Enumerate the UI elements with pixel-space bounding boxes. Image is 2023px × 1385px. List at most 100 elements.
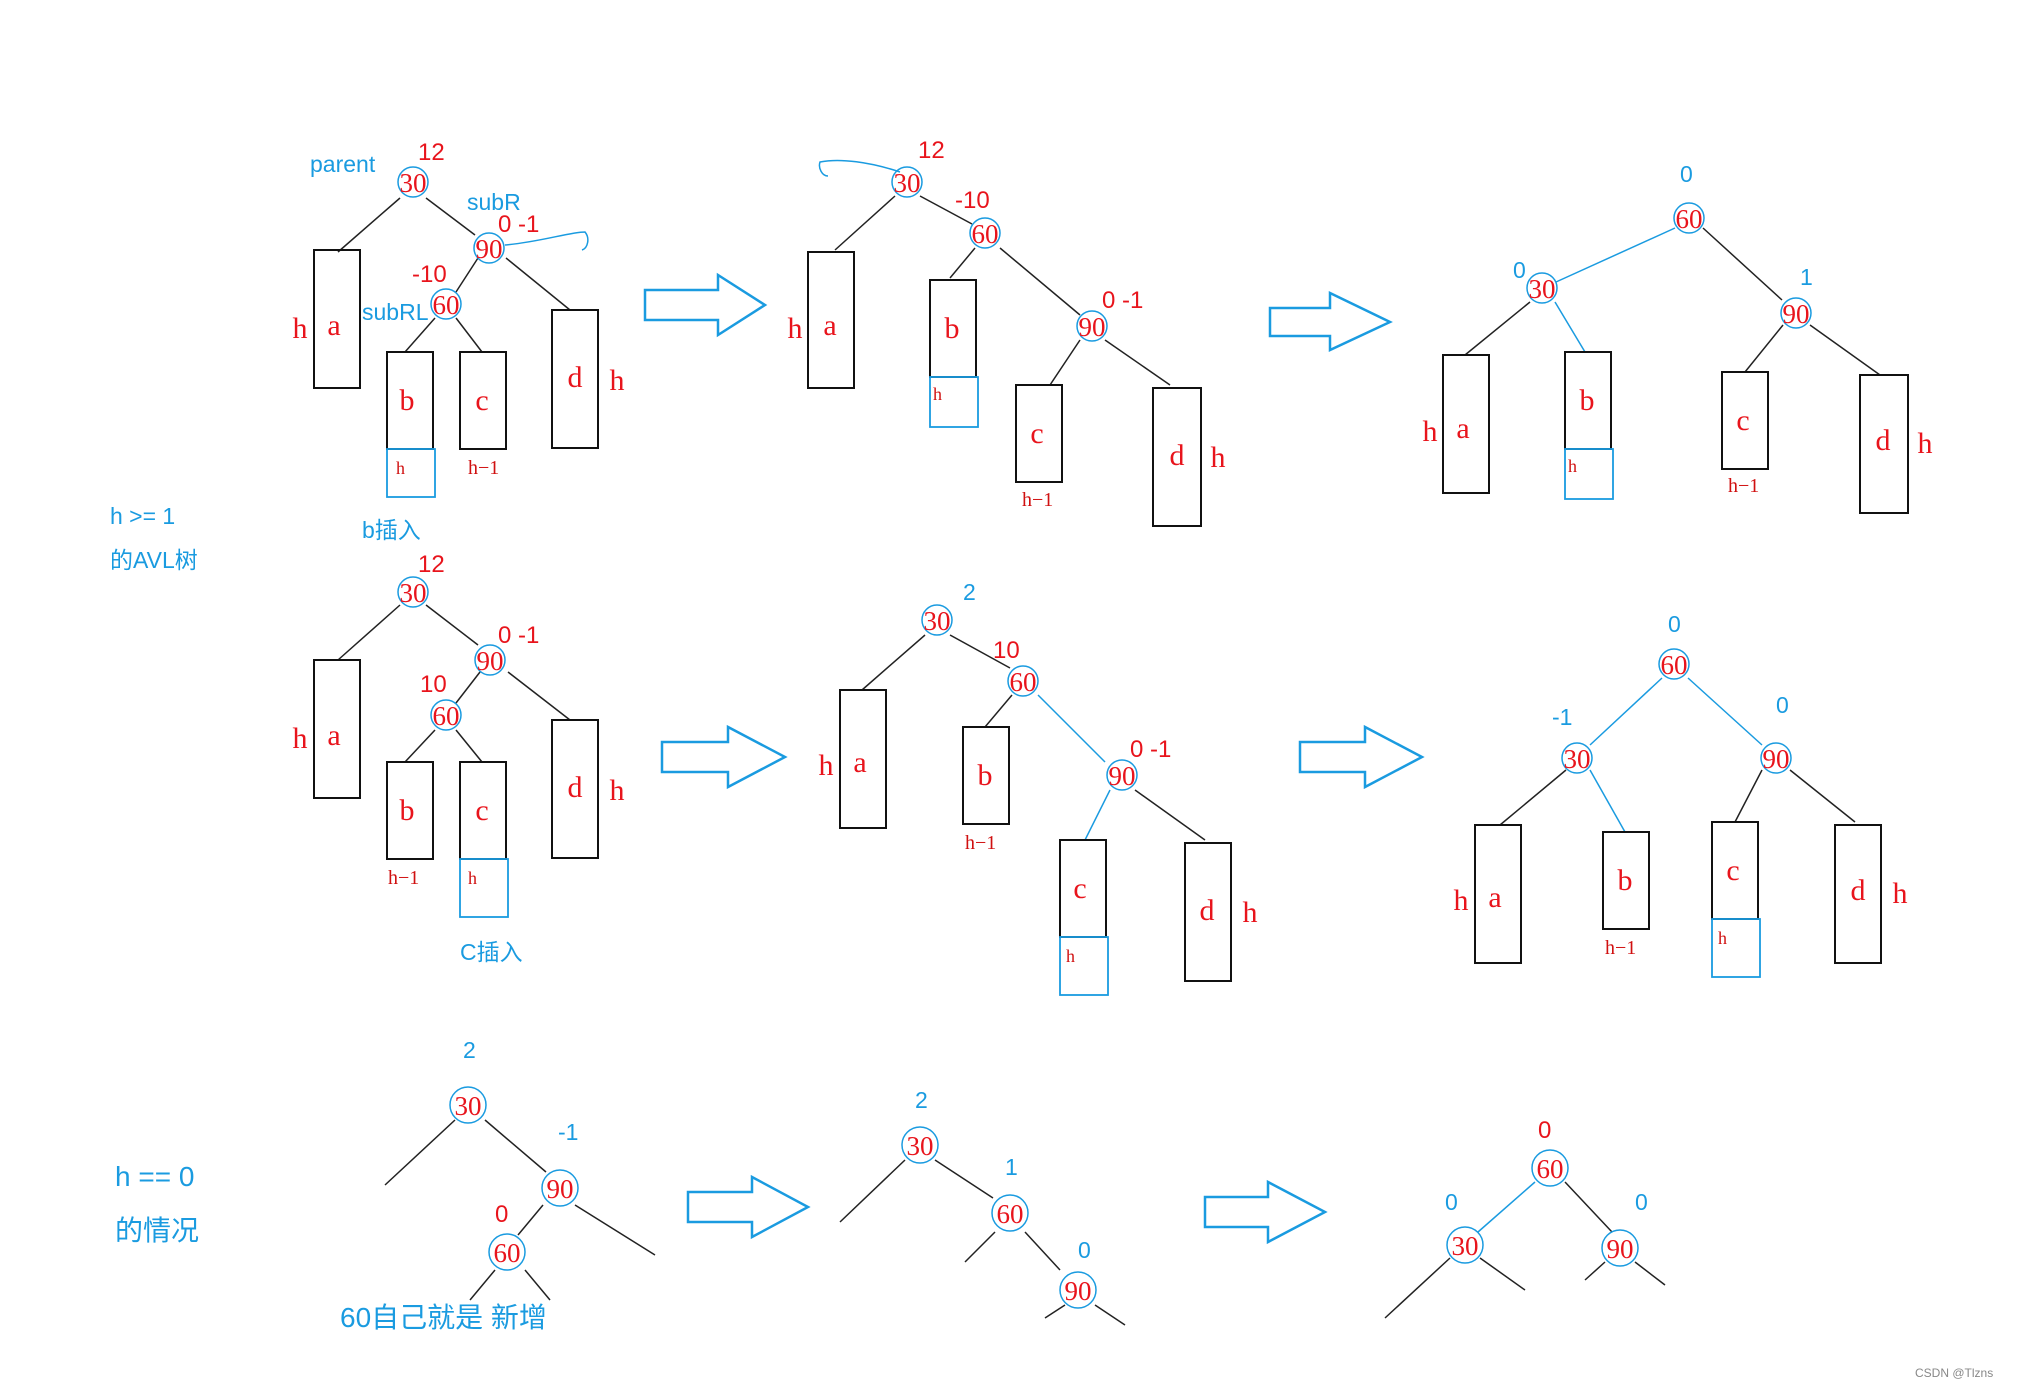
node-circle [488,1233,526,1271]
edge [1044,1304,1066,1319]
bf-r1d2-60: -10 [955,187,990,214]
inserted-node-box [1711,918,1761,978]
edge [1734,769,1763,823]
node-30: 30 [400,578,427,608]
subtree-a-label: a [853,746,866,779]
node-circle [397,576,429,608]
edge [999,247,1081,316]
node-30: 30 [1452,1231,1479,1261]
node-circle [449,1086,487,1124]
subtree-d-label: d [568,361,583,394]
node-circle [1760,742,1792,774]
node-90: 90 [1109,761,1136,791]
bf-r2d2-30: 2 [963,579,976,605]
label-h-eq-0: h == 0 [115,1161,194,1192]
row1-diagram2: 12 -10 0 -1 30 60 90 a h b h c h−1 d h [788,137,1226,527]
subtree-d [1152,387,1202,527]
bf-r1d1-30: 12 [418,139,445,166]
bf-r3d1-90: -1 [558,1119,578,1145]
subtree-b-label: b [1580,384,1595,417]
subtree-b-label: b [400,384,415,417]
node-circle [397,166,429,198]
edge [1464,301,1531,356]
node-circle [1059,1271,1097,1309]
subtree-a-label: a [327,719,340,752]
bf-r3d1-30: 2 [463,1037,476,1063]
node-circle [1780,297,1812,329]
edge [425,604,479,646]
node-circle [1561,742,1593,774]
height-label: h [293,722,308,755]
node-30: 30 [924,606,951,636]
inserted-h-label: h [1718,928,1727,948]
bf-r2d2-90: 0 -1 [1130,736,1171,763]
edge [455,729,483,763]
edge [949,247,976,279]
row2-diagram2: 2 10 0 -1 30 60 90 a h b h−1 c h d h [819,579,1258,996]
subtree-a [1474,824,1522,964]
edge [425,197,476,236]
node-60: 60 [997,1199,1024,1229]
transition-arrow [1203,1179,1328,1245]
node-circle [1673,202,1705,234]
subtree-a [313,659,361,799]
edge [1477,1181,1536,1233]
rotation-arrow-hint [504,231,589,251]
height-label: h [788,312,803,345]
node-circle [991,1194,1029,1232]
node-circle [1446,1226,1484,1264]
height-minus-1-label: h−1 [1605,937,1636,959]
node-circle [474,644,506,676]
edge [984,694,1013,728]
subtree-c-label: c [475,384,488,417]
row3-diagram2: 2 1 0 30 60 90 [839,1087,1126,1326]
subtree-d [551,719,599,859]
subtree-a-label: a [327,309,340,342]
bf-r3d3-60: 0 [1538,1117,1551,1144]
node-60: 60 [433,290,460,320]
subtree-d [1184,842,1232,982]
label-b-insert: b插入 [362,517,421,543]
label-h-ge-1: h >= 1 [110,503,175,529]
height-minus-1-label: h−1 [1022,489,1053,511]
inserted-node-box [1059,936,1109,996]
edge [949,634,1011,669]
height-label: h [819,749,834,782]
edge [1104,339,1171,386]
node-30: 30 [455,1091,482,1121]
edge [919,195,973,225]
bf-r1d1-90: 0 -1 [498,211,539,238]
rotation-arrow-hint [818,159,901,177]
node-circle [1658,648,1690,680]
node-60: 60 [1537,1154,1564,1184]
edge [1589,677,1663,746]
edge [834,195,896,251]
inserted-node-box [386,448,436,498]
node-60: 60 [1010,667,1037,697]
node-60: 60 [1676,204,1703,234]
subtree-b-label: b [400,794,415,827]
node-circle [1106,759,1138,791]
bf-r2d3-30: -1 [1552,704,1572,730]
bf-r1d3-60: 0 [1680,161,1693,187]
bf-r2d1-30: 12 [418,551,445,578]
edge [1094,1304,1126,1326]
row1-diagram1: parent subR subRL 12 0 -1 -10 30 90 60 a… [293,139,625,543]
inserted-h-label: h [1066,946,1075,966]
node-90: 90 [1079,312,1106,342]
edge [404,317,436,353]
transition-arrow [1268,291,1393,352]
edge [1037,694,1106,763]
height-label: h [1918,427,1933,460]
node-circle [969,217,1001,249]
subtree-d [1859,374,1909,514]
edge [1049,339,1081,386]
subtree-c-label: c [1736,404,1749,437]
node-90: 90 [547,1174,574,1204]
edge [384,1119,456,1186]
edge [1555,227,1676,283]
node-circle [1076,310,1108,342]
height-label: h [1423,415,1438,448]
node-90: 90 [1763,744,1790,774]
edge [1084,789,1111,841]
